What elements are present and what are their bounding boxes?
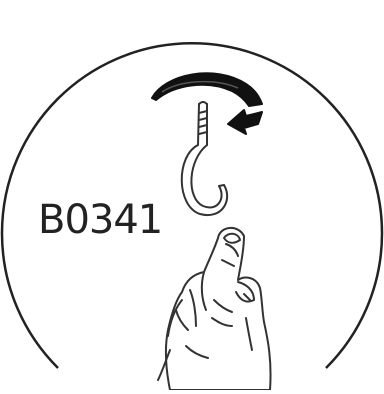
part-code-label: B0341 bbox=[38, 196, 162, 244]
hand-icon bbox=[158, 228, 271, 390]
screw-hook-icon bbox=[182, 102, 227, 215]
